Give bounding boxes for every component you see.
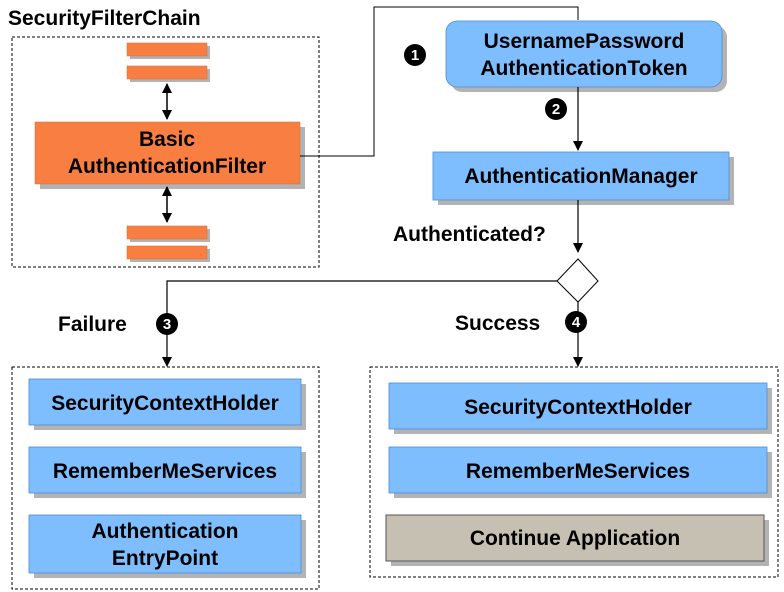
filter-chain-title: SecurityFilterChain [8, 7, 201, 30]
step-2-badge [545, 98, 567, 120]
entry-point-label-2: EntryPoint [112, 547, 218, 570]
step-4-number: 4 [572, 314, 581, 331]
step-3-badge [156, 313, 178, 335]
basic-authentication-filter [34, 121, 301, 185]
filter-bar [126, 225, 208, 240]
continue-application [385, 514, 765, 562]
success-remember-me-label: RememberMeServices [466, 460, 690, 483]
authentication-token-group: UsernamePassword AuthenticationToken 1 [404, 20, 727, 92]
token-label-1: UsernamePassword [484, 30, 685, 53]
failure-label: Failure [58, 313, 127, 336]
continue-application-label: Continue Application [470, 527, 680, 550]
success-handlers-group: SecurityContextHolder RememberMeServices… [369, 366, 779, 578]
basic-filter-label-2: AuthenticationFilter [68, 155, 266, 178]
failure-handlers-group: SecurityContextHolder RememberMeServices… [11, 366, 320, 590]
failure-security-context-holder [28, 378, 302, 426]
failure-remember-me-label: RememberMeServices [53, 460, 277, 483]
security-filter-chain-group: SecurityFilterChain Basic Authentication… [8, 7, 320, 268]
failure-context-holder-label: SecurityContextHolder [51, 392, 279, 415]
success-label: Success [455, 312, 540, 335]
entry-point-label-1: Authentication [92, 520, 239, 543]
filter-to-token-connector [300, 6, 579, 157]
success-context-holder-label: SecurityContextHolder [464, 396, 692, 419]
username-password-authentication-token [445, 20, 723, 88]
success-remember-me-services [388, 446, 768, 494]
step-1-number: 1 [411, 47, 419, 64]
authentication-entry-point [28, 514, 302, 574]
step-2-number: 2 [552, 101, 560, 118]
filter-bar [126, 42, 208, 57]
authentication-manager [432, 151, 730, 201]
step-1-badge [404, 44, 426, 66]
basic-filter-label-1: Basic [139, 128, 195, 151]
step-4-badge [565, 311, 587, 333]
failure-branch-arrow [162, 280, 557, 367]
failure-remember-me-services [28, 446, 302, 494]
filter-bar [126, 65, 208, 80]
filter-bar [126, 245, 208, 260]
manager-label: AuthenticationManager [464, 165, 697, 188]
token-label-2: AuthenticationToken [480, 57, 687, 80]
decision-label: Authenticated? [393, 223, 546, 246]
success-security-context-holder [388, 382, 768, 430]
failure-group-border [11, 366, 320, 590]
filter-chain-border [11, 36, 320, 268]
authenticated-decision-diamond [556, 258, 599, 303]
success-group-border [369, 366, 779, 578]
step-3-number: 3 [163, 316, 171, 333]
